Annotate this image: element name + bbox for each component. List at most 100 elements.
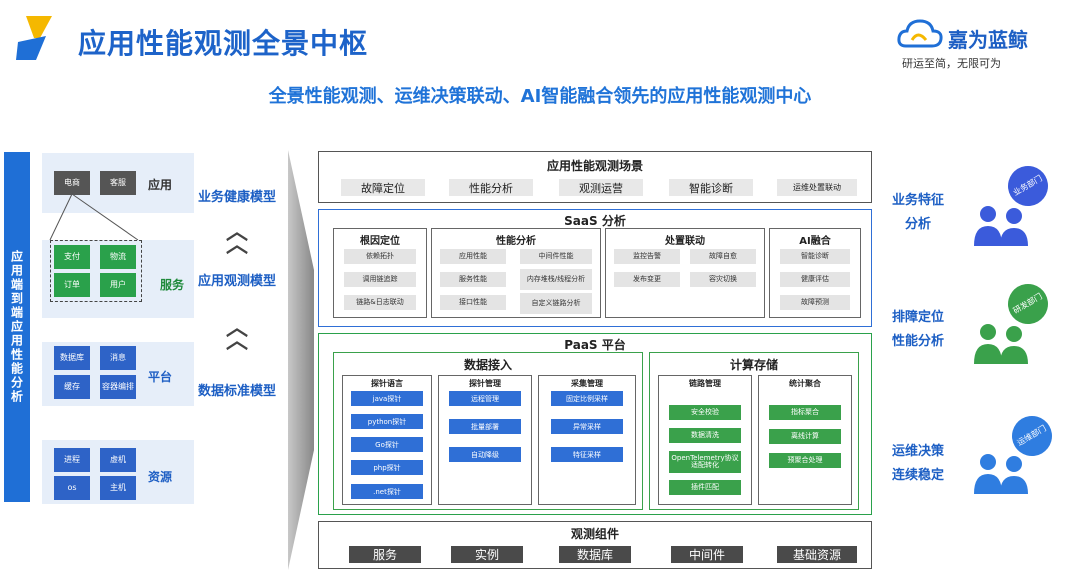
scene-item: 运维处置联动 — [777, 179, 857, 196]
saas-title: SaaS 分析 — [564, 214, 626, 228]
chip-resource-2: 虚机 — [100, 448, 136, 472]
components-title: 观测组件 — [570, 527, 619, 541]
perf-item: 服务性能 — [440, 272, 506, 287]
probe-lang-item: Go探针 — [351, 437, 423, 452]
people-icon — [974, 454, 1028, 494]
link-mgmt-item: 插件匹配 — [669, 480, 741, 495]
stats-box: 统计聚合 指标聚合 离线计算 预聚合处理 — [758, 375, 852, 505]
ai-box: AI融合 智能诊断 健康评估 故障预测 — [769, 228, 861, 318]
logo-mark-icon — [16, 16, 52, 60]
brand-tagline: 研运至简，无限可为 — [902, 57, 1001, 70]
action-item: 容灾切换 — [690, 272, 756, 287]
service-dashed-box — [50, 240, 142, 302]
perf-item: 自定义链路分析 — [520, 293, 592, 314]
scenes-title: 应用性能观测场景 — [546, 159, 643, 173]
perf-item: 内存堆栈/线程分析 — [520, 269, 592, 290]
component-item: 中间件 — [671, 546, 743, 563]
brand-name: 嘉为蓝鲸 — [948, 28, 1028, 52]
component-item: 基础资源 — [777, 546, 857, 563]
scene-item: 故障定位 — [341, 179, 425, 196]
probe-mgmt-item: 远程管理 — [449, 391, 521, 406]
group-platform: 数据库 消息 缓存 容器编排 平台 — [42, 342, 194, 406]
perf-item: 中间件性能 — [520, 249, 592, 264]
group-label-platform: 平台 — [148, 370, 173, 384]
group-label-resource: 资源 — [148, 470, 173, 484]
chip-platform-4: 容器编排 — [100, 375, 136, 399]
sampling-item: 固定比例采样 — [551, 391, 623, 406]
perf-title: 性能分析 — [496, 236, 536, 247]
chip-platform-1: 数据库 — [54, 346, 90, 370]
chip-platform-2: 消息 — [100, 346, 136, 370]
probe-mgmt-box: 探针管理 远程管理 批量部署 自动降级 — [438, 375, 532, 505]
action-item: 发布变更 — [614, 272, 680, 287]
chip-platform-3: 缓存 — [54, 375, 90, 399]
ai-title: AI融合 — [799, 236, 831, 247]
ai-item: 健康评估 — [780, 272, 850, 287]
chip-service-2: 物流 — [100, 245, 136, 269]
group-resource: 进程 虚机 os 主机 资源 — [42, 440, 194, 504]
scene-item: 观测运营 — [559, 179, 643, 196]
right-text-2: 排障定位 性能分析 — [880, 306, 956, 354]
ingest-box: 数据接入 探针语言 java探针 python探针 Go探针 php探针 .ne… — [333, 352, 643, 510]
link-mgmt-item: OpenTelemetry协议适配转化 — [669, 451, 741, 473]
right-text-1: 业务特征 分析 — [880, 189, 956, 237]
link-mgmt-box: 链路管理 安全校验 数据清洗 OpenTelemetry协议适配转化 插件匹配 — [658, 375, 752, 505]
chip-service-3: 订单 — [54, 273, 90, 297]
root-cause-box: 根因定位 依赖拓扑 调用链追踪 链路&日志联动 — [333, 228, 427, 318]
stats-item: 离线计算 — [769, 429, 841, 444]
ai-item: 故障预测 — [780, 295, 850, 310]
stats-title: 统计聚合 — [789, 379, 821, 388]
action-item: 监控告警 — [614, 249, 680, 264]
model-data-standard: 数据标准模型 — [198, 384, 277, 399]
chip-service-1: 支付 — [54, 245, 90, 269]
group-label-service: 服务 — [160, 278, 185, 292]
vertical-label: 应用端到端应用性能分析 — [4, 152, 30, 502]
action-title: 处置联动 — [665, 236, 705, 247]
chip-app-1: 电商 — [54, 171, 90, 195]
link-mgmt-item: 安全校验 — [669, 405, 741, 420]
chevron-up-icon: ︿︿ — [225, 316, 248, 355]
probe-mgmt-item: 批量部署 — [449, 419, 521, 434]
chip-resource-4: 主机 — [100, 476, 136, 500]
probe-lang-item: php探针 — [351, 460, 423, 475]
components-panel: 观测组件 服务 实例 数据库 中间件 基础资源 — [318, 521, 872, 569]
probe-lang-item: python探针 — [351, 414, 423, 429]
root-cause-title: 根因定位 — [360, 236, 400, 247]
right-text-line: 性能分析 — [891, 334, 944, 349]
compute-box: 计算存储 链路管理 安全校验 数据清洗 OpenTelemetry协议适配转化 … — [649, 352, 859, 510]
perf-item: 接口性能 — [440, 295, 506, 310]
right-text-line: 连续稳定 — [891, 468, 944, 483]
saas-panel: SaaS 分析 根因定位 依赖拓扑 调用链追踪 链路&日志联动 性能分析 应用性… — [318, 209, 872, 327]
chip-resource-3: os — [54, 476, 90, 500]
probe-lang-item: java探针 — [351, 391, 423, 406]
sampling-item: 异常采样 — [551, 419, 623, 434]
chip-resource-1: 进程 — [54, 448, 90, 472]
perf-item: 应用性能 — [440, 249, 506, 264]
brand-cloud-icon — [897, 19, 943, 48]
probe-lang-item: .net探针 — [351, 484, 423, 499]
link-mgmt-title: 链路管理 — [689, 379, 721, 388]
right-text-3: 运维决策 连续稳定 — [880, 440, 956, 488]
chevron-up-icon: ︿︿ — [225, 220, 248, 259]
ingest-title: 数据接入 — [463, 358, 512, 372]
chip-service-4: 用户 — [100, 273, 136, 297]
right-text-line: 排障定位 — [891, 310, 944, 325]
paas-title: PaaS 平台 — [564, 338, 626, 352]
probe-mgmt-item: 自动降级 — [449, 447, 521, 462]
compute-title: 计算存储 — [729, 358, 778, 372]
stats-item: 预聚合处理 — [769, 453, 841, 468]
component-item: 实例 — [451, 546, 523, 563]
sampling-box: 采集管理 固定比例采样 异常采样 特征采样 — [538, 375, 636, 505]
model-app-observe: 应用观测模型 — [198, 274, 277, 289]
right-text-line: 分析 — [904, 217, 931, 232]
probe-mgmt-title: 探针管理 — [469, 379, 501, 388]
model-business-health: 业务健康模型 — [198, 190, 277, 205]
root-cause-item: 链路&日志联动 — [344, 295, 416, 310]
paas-panel: PaaS 平台 数据接入 探针语言 java探针 python探针 Go探针 p… — [318, 333, 872, 515]
right-text-line: 运维决策 — [891, 444, 944, 459]
root-cause-item: 调用链追踪 — [344, 272, 416, 287]
group-label-app: 应用 — [148, 178, 173, 192]
scenes-panel: 应用性能观测场景 故障定位 性能分析 观测运营 智能诊断 运维处置联动 — [318, 151, 872, 203]
group-service: 支付 物流 订单 用户 服务 — [42, 240, 194, 318]
people-icon — [974, 324, 1028, 364]
